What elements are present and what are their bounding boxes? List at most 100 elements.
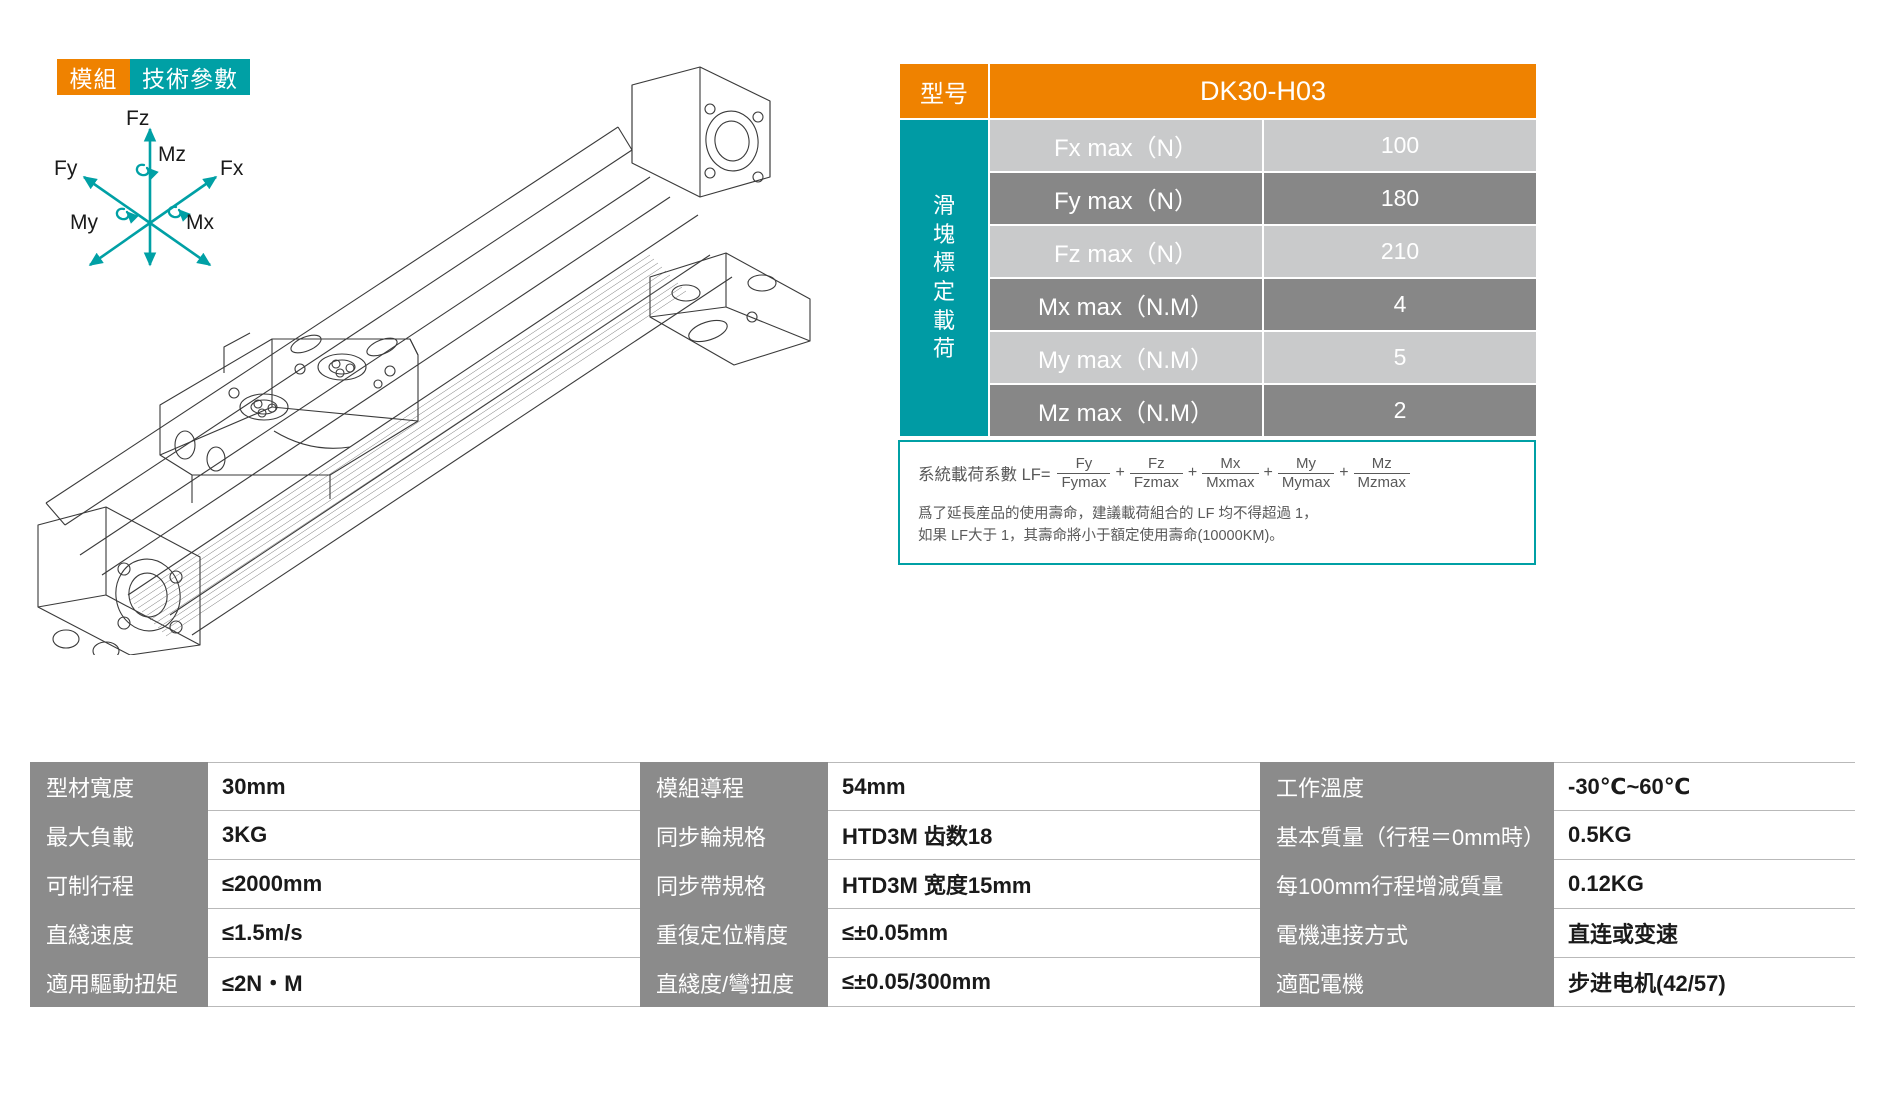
side-char: 滑 xyxy=(932,193,955,219)
spec-label: 同步輪規格 xyxy=(640,811,828,860)
drawing-side-bracket xyxy=(649,252,811,366)
spec-label: 直綫速度 xyxy=(30,909,208,958)
spec-label: 重復定位精度 xyxy=(640,909,828,958)
spec-value: ≤2N・M xyxy=(208,958,640,1007)
load-param-label: My max（N.M） xyxy=(990,332,1262,383)
fraction-mz: Mz Mzmax xyxy=(1353,455,1410,491)
spec-value: HTD3M 宽度15mm xyxy=(828,860,1260,909)
label-my: My xyxy=(70,211,98,234)
label-mx: Mx xyxy=(186,211,214,234)
spec-label: 適用驅動扭矩 xyxy=(30,958,208,1007)
side-char: 塊 xyxy=(932,221,955,247)
drawing-carriage-block xyxy=(159,332,419,503)
spec-row: 工作溫度-30℃~60℃ xyxy=(1260,762,1855,811)
spec-value: ≤1.5m/s xyxy=(208,909,640,958)
side-char: 荷 xyxy=(932,336,955,362)
fraction-my: My Mymax xyxy=(1277,455,1335,491)
label-mz: Mz xyxy=(158,143,186,166)
rotation-curls xyxy=(115,163,191,224)
spec-label: 直綫度/彎扭度 xyxy=(640,958,828,1007)
plus-operator: + xyxy=(1115,464,1125,482)
side-label-slider-rated-load: 滑 塊 標 定 載 荷 xyxy=(900,120,988,436)
drawing-motor-flange xyxy=(37,506,201,655)
spec-value: ≤±0.05mm xyxy=(828,909,1260,958)
table-row: 滑 塊 標 定 載 荷 Fx max（N） 100 xyxy=(900,120,1536,436)
spec-value: 54mm xyxy=(828,762,1260,811)
label-fx: Fx xyxy=(220,157,244,180)
load-param-label: Fz max（N） xyxy=(990,226,1262,277)
table-row: Mz max（N.M） 2 xyxy=(900,385,1536,436)
badge-tech-params-label: 技術參數 xyxy=(130,59,250,95)
linear-module-technical-drawing xyxy=(10,55,880,655)
load-table-grid: 型号 DK30-H03 滑 塊 標 定 載 荷 Fx max（N） 100 Fy… xyxy=(898,62,1538,438)
fraction-denominator: Mymax xyxy=(1277,472,1335,491)
fraction-denominator: Mxmax xyxy=(1202,472,1259,491)
formula-note-line-1: 爲了延長産品的使用壽命，建議載荷組合的 LF 均不得超過 1， xyxy=(918,505,1318,522)
spec-label: 適配電機 xyxy=(1260,958,1554,1007)
spec-value: 3KG xyxy=(208,811,640,860)
spec-row: 直綫速度≤1.5m/s xyxy=(30,909,640,958)
fraction-numerator: Mx xyxy=(1220,455,1241,472)
fraction-denominator: Fymax xyxy=(1057,472,1111,491)
table-row: Mx max（N.M） 4 xyxy=(900,279,1536,330)
spec-label: 基本質量（行程＝0mm時） xyxy=(1260,811,1554,860)
load-param-value: 5 xyxy=(1264,332,1536,383)
spec-label: 模組導程 xyxy=(640,762,828,811)
fraction-fy: Fy Fymax xyxy=(1057,456,1111,491)
spec-value: 30mm xyxy=(208,762,640,811)
drawing-extrusion-rail xyxy=(45,126,733,637)
load-param-label: Fy max（N） xyxy=(990,173,1262,224)
spec-label: 型材寬度 xyxy=(30,762,208,811)
model-header-cell: 型号 xyxy=(900,64,988,118)
fraction-numerator: Fz xyxy=(1147,455,1165,472)
load-factor-formula: 系統載荷系數 LF= Fy Fymax + Fz Fzmax + Mx Mxma… xyxy=(918,456,1516,491)
spec-value: HTD3M 齿数18 xyxy=(828,811,1260,860)
fraction-denominator: Fzmax xyxy=(1129,472,1183,491)
side-char: 載 xyxy=(932,307,955,333)
load-factor-formula-box: 系統載荷系數 LF= Fy Fymax + Fz Fzmax + Mx Mxma… xyxy=(898,440,1536,566)
fraction-numerator: My xyxy=(1296,455,1317,472)
plus-operator: + xyxy=(1263,464,1273,482)
table-row: Fz max（N） 210 xyxy=(900,226,1536,277)
side-char: 標 xyxy=(932,250,955,276)
spec-value: ≤±0.05/300mm xyxy=(828,958,1260,1007)
spec-label: 同步帶規格 xyxy=(640,860,828,909)
fraction-mx: Mx Mxmax xyxy=(1202,455,1259,491)
spec-row: 直綫度/彎扭度≤±0.05/300mm xyxy=(640,958,1260,1007)
drawing-far-end-housing xyxy=(631,66,771,198)
label-fz: Fz xyxy=(126,107,149,130)
badge-module-label: 模組 xyxy=(57,59,130,95)
spec-value: ≤2000mm xyxy=(208,860,640,909)
load-param-label: Fx max（N） xyxy=(990,120,1262,171)
plus-operator: + xyxy=(1187,464,1198,482)
spec-row: 電機連接方式直连或变速 xyxy=(1260,909,1855,958)
spec-label: 工作溫度 xyxy=(1260,762,1554,811)
spec-row: 適配電機步进电机(42/57) xyxy=(1260,958,1855,1007)
plus-operator: + xyxy=(1339,464,1349,482)
spec-value: 直连或变速 xyxy=(1554,909,1855,958)
load-param-value: 100 xyxy=(1264,120,1536,171)
slider-rated-load-table: 型号 DK30-H03 滑 塊 標 定 載 荷 Fx max（N） 100 Fy… xyxy=(898,62,1538,438)
section-header-badge: 模組 技術參數 xyxy=(57,59,250,95)
spec-column-3: 工作溫度-30℃~60℃ 基本質量（行程＝0mm時）0.5KG 每100mm行程… xyxy=(1260,762,1855,1007)
fraction-numerator: Mz xyxy=(1371,455,1392,472)
spec-label: 電機連接方式 xyxy=(1260,909,1554,958)
spec-value: 0.5KG xyxy=(1554,811,1855,860)
side-char: 定 xyxy=(932,279,955,304)
axis-arrows xyxy=(82,127,218,267)
model-value-cell: DK30-H03 xyxy=(990,64,1536,118)
spec-value: 步进电机(42/57) xyxy=(1554,958,1855,1007)
table-row: My max（N.M） 5 xyxy=(900,332,1536,383)
fraction-denominator: Mzmax xyxy=(1353,472,1410,491)
load-param-value: 2 xyxy=(1264,385,1536,436)
fraction-fz: Fz Fzmax xyxy=(1129,455,1183,491)
spec-value: 0.12KG xyxy=(1554,860,1855,909)
spec-row: 基本質量（行程＝0mm時）0.5KG xyxy=(1260,811,1855,860)
load-param-label: Mx max（N.M） xyxy=(990,279,1262,330)
